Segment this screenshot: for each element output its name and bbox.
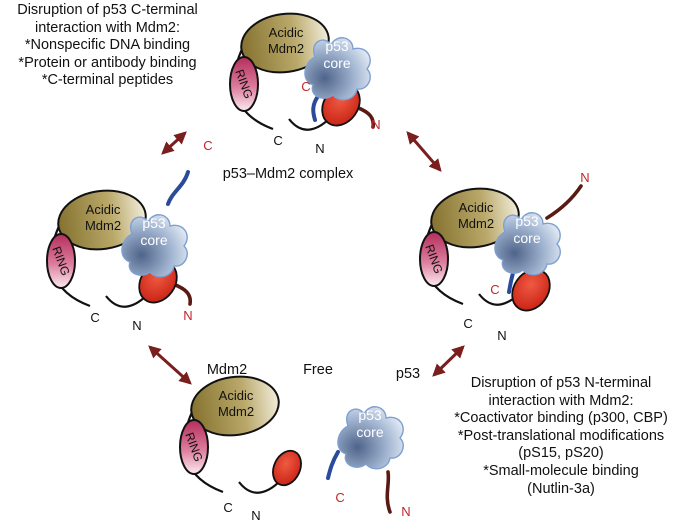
note-line: *Nonspecific DNA binding — [24, 37, 191, 54]
acidic-domain — [57, 189, 147, 251]
mdm2-n-terminus: N — [315, 141, 324, 156]
acidic-mdm2-label: Mdm2 — [218, 404, 254, 419]
p53-c-tail — [311, 93, 321, 122]
acidic-domain — [190, 375, 280, 437]
free-mdm2: Acidic Mdm2 RING C N — [179, 375, 302, 523]
acidic-label: Acidic — [459, 200, 494, 215]
note-line: Disruption of p53 C-terminal — [17, 2, 198, 18]
mdm2-n-terminus: N — [251, 508, 260, 523]
p53-n-terminus: N — [371, 117, 380, 132]
core-label: core — [323, 55, 350, 71]
note-line: interaction with Mdm2: — [488, 392, 634, 409]
free-p53: p53 core C N — [326, 406, 411, 519]
p53-c-terminus: C — [490, 282, 499, 297]
ring-domain — [229, 56, 259, 112]
acidic-label: Acidic — [86, 202, 121, 217]
note-line: (pS15, pS20) — [518, 445, 604, 462]
ring-domain — [419, 231, 449, 287]
p53-label: p53 — [515, 213, 539, 229]
complex-caption: p53–Mdm2 complex — [223, 166, 354, 182]
p53-n-terminus: N — [183, 308, 192, 323]
complex-top: Acidic Mdm2 RING C N p53 core C N — [229, 12, 381, 156]
ring-domain — [46, 233, 76, 289]
complex-right: Acidic Mdm2 RING C N p53 core C N — [419, 170, 590, 343]
p53-n-domain — [511, 268, 551, 312]
mdm2-c-terminus: C — [463, 316, 472, 331]
p53-c-tail — [166, 170, 190, 206]
acidic-mdm2-label: Mdm2 — [458, 216, 494, 231]
p53-label: p53 — [358, 407, 382, 423]
p53-n-terminus: N — [580, 170, 589, 185]
ring-domain — [179, 419, 209, 475]
acidic-domain — [240, 12, 330, 74]
arrow-top-right — [406, 131, 442, 172]
note-line: *Coactivator binding (p300, CBP) — [454, 410, 668, 427]
note-line: *Protein or antibody binding — [18, 54, 197, 71]
note-line: interaction with Mdm2: — [34, 19, 181, 36]
acidic-label: Acidic — [219, 388, 254, 403]
p53-core-domain — [304, 37, 371, 101]
p53-core-domain — [337, 406, 404, 470]
free-p53-caption: p53 — [396, 366, 420, 382]
free-mdm2-caption: Mdm2 — [207, 362, 247, 378]
p53-c-tail — [326, 450, 340, 480]
p53-label: p53 — [142, 215, 166, 231]
p53-n-tail — [385, 470, 392, 514]
p53-core-domain — [121, 214, 188, 278]
p53-core-domain — [494, 212, 561, 276]
note-line: *Small-molecule binding — [483, 462, 639, 479]
acidic-mdm2-label: Mdm2 — [85, 218, 121, 233]
acidic-mdm2-label: Mdm2 — [268, 41, 304, 56]
note-line: (Nutlin-3a) — [527, 480, 595, 497]
p53-n-tail — [545, 184, 583, 220]
note-line: Disruption of p53 N-terminal — [470, 375, 652, 391]
note-line: *C-terminal peptides — [41, 72, 174, 89]
core-label: core — [140, 232, 167, 248]
mdm2-n-terminus: N — [497, 328, 506, 343]
core-label: core — [513, 230, 540, 246]
free-caption: Free — [303, 362, 333, 378]
mdm2-c-terminus: C — [90, 310, 99, 325]
acidic-domain — [430, 187, 520, 249]
note-line: *Post-translational modifications — [457, 427, 665, 444]
arrow-bottom-right — [432, 345, 465, 377]
mdm2-c-terminus: C — [273, 133, 282, 148]
p53-label: p53 — [325, 38, 349, 54]
arrow-bottom-left — [148, 345, 192, 385]
acidic-label: Acidic — [269, 25, 304, 40]
mdm2-n-domain — [272, 449, 302, 487]
mdm2-c-terminus: C — [223, 500, 232, 515]
p53-c-terminus: C — [335, 490, 344, 505]
p53-n-terminus: N — [401, 504, 410, 519]
p53-c-terminus: C — [301, 79, 310, 94]
arrow-top-left — [161, 131, 187, 155]
core-label: core — [356, 424, 383, 440]
mdm2-n-terminus: N — [132, 318, 141, 333]
p53-c-terminus: C — [203, 138, 212, 153]
complex-left: Acidic Mdm2 RING C N p53 core C N — [46, 138, 213, 333]
